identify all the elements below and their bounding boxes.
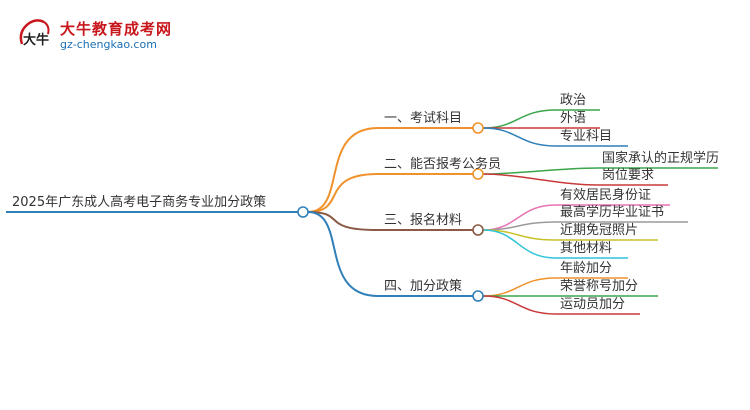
- branch-node: [472, 122, 484, 134]
- leaf-connector: [482, 109, 557, 129]
- leaf-label: 外语: [560, 111, 587, 126]
- branch-connector: [307, 127, 379, 213]
- logo: 大牛 大牛教育成考网 gz-chengkao.com: [14, 14, 171, 54]
- branch-label: 一、考试科目: [384, 111, 463, 126]
- leaf-connector: [482, 295, 557, 315]
- leaf-label: 有效居民身份证: [560, 188, 652, 203]
- leaf-label: 荣誉称号加分: [560, 279, 639, 294]
- branch-node: [472, 168, 484, 180]
- leaf-connector: [482, 229, 557, 259]
- branch-label: 二、能否报考公务员: [384, 157, 502, 172]
- branch-label: 三、报名材料: [384, 213, 463, 228]
- leaf-label: 运动员加分: [560, 297, 626, 312]
- leaf-label: 最高学历毕业证书: [560, 205, 665, 220]
- branch-connector: [307, 211, 379, 297]
- root-label: 2025年广东成人高考电子商务专业加分政策: [12, 195, 267, 210]
- logo-mark-text: 大牛: [23, 32, 49, 47]
- branch-node: [472, 224, 484, 236]
- logo-mark-icon: 大牛: [19, 19, 50, 47]
- leaf-label: 政治: [560, 93, 587, 108]
- branch-label: 四、加分政策: [384, 279, 463, 294]
- logo-url: gz-chengkao.com: [60, 38, 157, 51]
- leaf-label: 岗位要求: [602, 168, 655, 183]
- logo-title: 大牛教育成考网: [60, 20, 173, 38]
- branch-node: [472, 290, 484, 302]
- leaf-label: 近期免冠照片: [560, 223, 639, 238]
- leaf-label: 年龄加分: [560, 261, 613, 276]
- root-node: [297, 206, 309, 218]
- leaf-label: 国家承认的正规学历: [602, 151, 720, 166]
- branch-connector: [307, 173, 379, 213]
- leaf-connector: [482, 173, 599, 186]
- leaf-label: 专业科目: [560, 129, 613, 144]
- leaf-connector: [482, 277, 557, 297]
- branch-connector: [307, 211, 379, 231]
- leaf-label: 其他材料: [560, 241, 613, 256]
- leaf-connector: [482, 127, 557, 147]
